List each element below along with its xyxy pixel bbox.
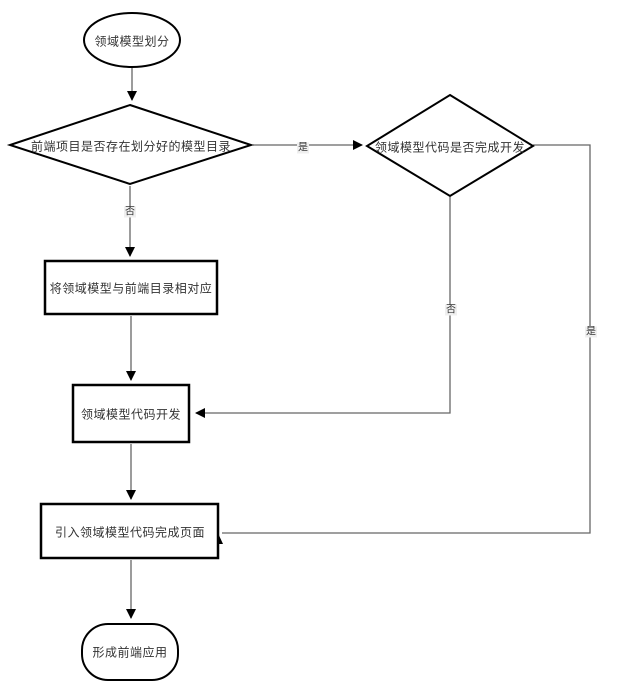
develop-code-rect [71,383,191,444]
decision-model-dir-label: 前端项目是否存在划分好的模型目录 [30,139,232,154]
map-model-rect [43,259,219,316]
decision-code-done-diamond [365,93,535,198]
decision-code-done-label: 领域模型代码是否完成开发 [374,140,526,155]
start-label: 领域模型划分 [94,34,170,49]
end-label: 形成前端应用 [92,645,168,660]
edge-code-decision-yes-to-import-code [222,144,591,534]
import-code-label: 引入领域模型代码完成页面 [54,525,206,540]
develop-code-label: 领域模型代码开发 [80,407,182,422]
edge-label-yes-dir: 是 [297,142,309,154]
end-stadium [81,623,179,681]
map-model-label: 将领域模型与前端目录相对应 [49,281,213,296]
edge-label-no-code: 否 [445,304,457,316]
start-ellipse [83,12,181,68]
decision-model-dir-diamond [6,103,255,186]
edge-label-yes-code: 是 [585,326,597,338]
edge-label-no-dir: 否 [124,206,136,218]
edge-code-decision-no-to-develop-code [195,197,451,418]
import-code-rect [39,502,220,560]
